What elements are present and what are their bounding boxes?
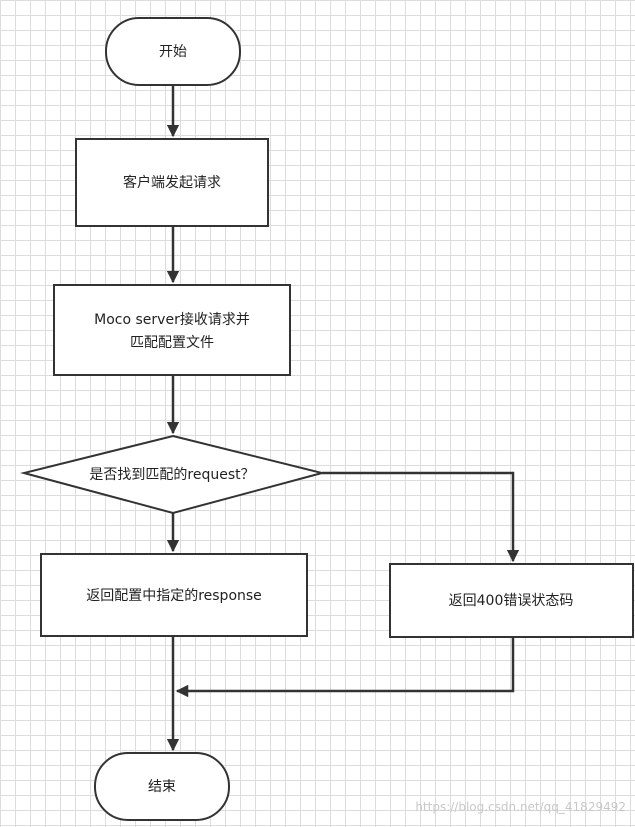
- server-receive-label-line2: 匹配配置文件: [130, 335, 214, 351]
- start-node: 开始: [105, 17, 241, 86]
- return-response-label: 返回配置中指定的response: [86, 588, 262, 604]
- server-receive-node: Moco server接收请求并 匹配配置文件: [53, 284, 291, 376]
- end-label: 结束: [148, 779, 176, 795]
- server-receive-label-line1: Moco server接收请求并: [94, 311, 250, 328]
- return-response-node: 返回配置中指定的response: [40, 553, 308, 637]
- end-node: 结束: [94, 752, 230, 821]
- decision-label: 是否找到匹配的request？: [89, 467, 254, 483]
- return-error-node: 返回400错误状态码: [389, 563, 634, 638]
- client-request-node: 客户端发起请求: [75, 138, 269, 227]
- arrow-decision-to-error: [322, 471, 520, 563]
- decision-node: 是否找到匹配的request？: [20, 434, 326, 515]
- watermark-text: https://blog.csdn.net/qq_41829492: [415, 800, 626, 814]
- arrow-error-to-merge: [175, 637, 515, 698]
- connectors: [166, 85, 520, 752]
- client-request-label: 客户端发起请求: [123, 174, 221, 191]
- return-error-label: 返回400错误状态码: [449, 593, 574, 609]
- start-label: 开始: [159, 44, 187, 60]
